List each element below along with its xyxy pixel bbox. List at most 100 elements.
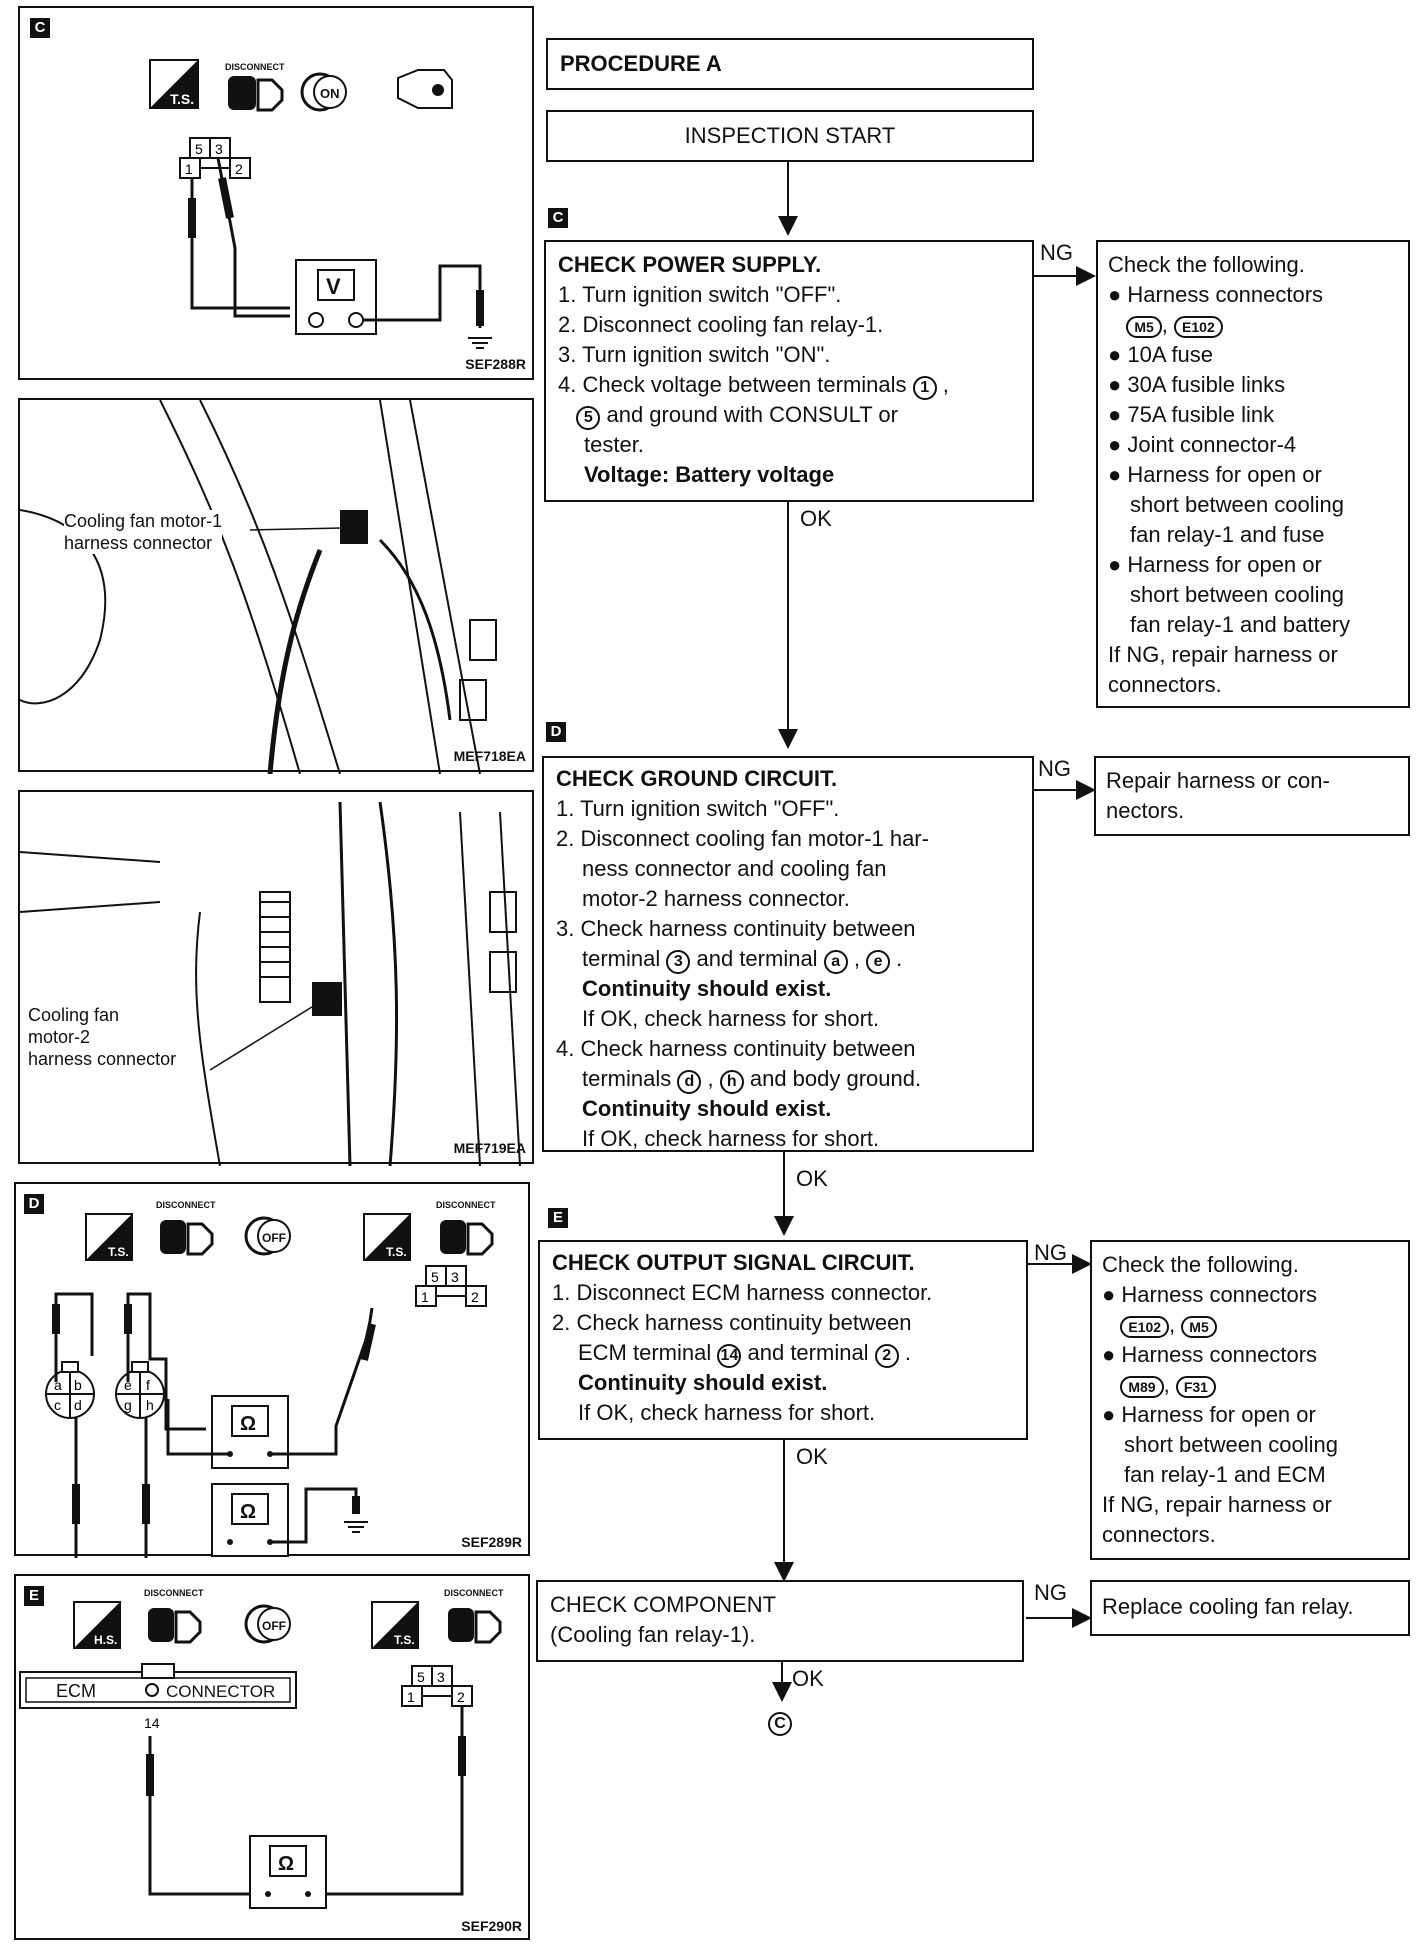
motor1-connector-label: Cooling fan motor-1 harness connector — [64, 510, 223, 554]
step-line: ECM terminal — [578, 1340, 712, 1365]
ng-item: short between cooling — [1130, 492, 1345, 517]
step-line: 4. Check harness continuity between — [556, 1036, 916, 1061]
panel-marker: D — [24, 1194, 44, 1214]
ok-label: OK — [796, 1444, 828, 1469]
svg-text:3: 3 — [437, 1669, 445, 1685]
svg-text:f: f — [146, 1377, 150, 1393]
panel-motor2-photo: Cooling fan motor-2 harness connector ME… — [18, 790, 534, 1166]
step-marker-e: E — [548, 1208, 568, 1228]
step-title: CHECK GROUND CIRCUIT. — [556, 766, 838, 791]
step-spec: Continuity should exist. — [578, 1370, 828, 1395]
motor2-photo-sketch — [20, 801, 521, 1166]
ng-label: NG — [1038, 756, 1071, 781]
motor1-photo-sketch — [20, 400, 497, 774]
step-line: 2. Check harness continuity between — [552, 1310, 912, 1335]
ng-item: 10A fuse — [1127, 342, 1214, 367]
panel-code: SEF290R — [461, 1918, 522, 1934]
ng-label: NG — [1040, 240, 1073, 265]
output-signal-ng-box: Check the following. ● Harness connector… — [1090, 1240, 1410, 1560]
ng-item: Harness connectors — [1121, 1282, 1318, 1307]
ng-footer: connectors. — [1102, 1522, 1216, 1547]
svg-text:a: a — [54, 1377, 62, 1393]
svg-text:Ω: Ω — [240, 1501, 256, 1523]
svg-text:3: 3 — [215, 141, 223, 157]
svg-text:5: 5 — [431, 1269, 439, 1285]
component-ng-box: Replace cooling fan relay. — [1090, 1580, 1410, 1636]
svg-text:14: 14 — [144, 1715, 160, 1731]
ng-item: Harness for open or — [1121, 1402, 1316, 1427]
connector-m89: M89 — [1120, 1376, 1164, 1398]
svg-text:2: 2 — [457, 1689, 465, 1705]
svg-text:c: c — [54, 1397, 61, 1413]
ng-title: Check the following. — [1102, 1252, 1299, 1277]
svg-text:T.S.: T.S. — [394, 1633, 415, 1647]
panel-code: SEF288R — [465, 356, 526, 372]
step-line: 3. Turn ignition switch "ON". — [558, 342, 831, 367]
step-line: 2. Disconnect cooling fan motor-1 har- — [556, 826, 929, 851]
step-line: and terminal — [747, 1340, 869, 1365]
svg-text:Ω: Ω — [278, 1853, 294, 1875]
ng-title: Check the following. — [1108, 252, 1305, 277]
svg-text:e: e — [124, 1377, 132, 1393]
ng-item: 75A fusible link — [1127, 402, 1275, 427]
ground-circuit-ng-box: Repair harness or con- nectors. — [1094, 756, 1410, 836]
terminal-1: 1 — [912, 376, 937, 400]
svg-text:b: b — [74, 1377, 82, 1393]
key-on-label: ON — [320, 86, 340, 101]
ng-label: NG — [1034, 1580, 1067, 1605]
ng-item: Harness for open or — [1127, 462, 1322, 487]
check-component-box: CHECK COMPONENT (Cooling fan relay-1). — [536, 1580, 1024, 1662]
inspection-start-box: INSPECTION START — [546, 110, 1034, 162]
svg-text:T.S.: T.S. — [170, 91, 194, 107]
svg-text:2: 2 — [471, 1289, 479, 1305]
step-line: terminals — [582, 1066, 672, 1091]
svg-text:DISCONNECT: DISCONNECT — [436, 1200, 496, 1210]
step-line: tester. — [584, 432, 644, 457]
terminal-a: a — [823, 950, 848, 974]
step-spec: Voltage: Battery voltage — [584, 462, 835, 487]
terminal-5: 5 — [576, 406, 601, 430]
step-marker-c: C — [548, 208, 568, 228]
panel-code: MEF718EA — [453, 748, 526, 764]
ng-item: Joint connector-4 — [1127, 432, 1297, 457]
panel-motor1-photo: Cooling fan motor-1 harness connector ME… — [18, 398, 534, 774]
ng-text: Repair harness or con- — [1106, 768, 1330, 793]
step-line: 4. Check voltage between terminals — [558, 372, 907, 397]
svg-text:OFF: OFF — [262, 1619, 286, 1633]
step-line: motor-2 harness connector. — [582, 886, 850, 911]
ng-item: Harness connectors — [1127, 282, 1324, 307]
terminal-d: d — [677, 1070, 702, 1094]
procedure-title: PROCEDURE A — [560, 51, 722, 76]
svg-text:H.S.: H.S. — [94, 1633, 117, 1647]
ng-item: 30A fusible links — [1127, 372, 1286, 397]
step-line: 1. Turn ignition switch "OFF". — [556, 796, 840, 821]
svg-text:ECM: ECM — [56, 1681, 96, 1701]
svg-text:1: 1 — [185, 161, 193, 177]
panel-code: MEF719EA — [453, 1140, 526, 1156]
svg-text:5: 5 — [195, 141, 203, 157]
connector-m5: M5 — [1126, 316, 1162, 338]
step-line: 1. Turn ignition switch "OFF". — [558, 282, 842, 307]
terminal-3: 3 — [666, 950, 691, 974]
ng-item: short between cooling — [1130, 582, 1345, 607]
svg-text:CONNECTOR: CONNECTOR — [166, 1682, 275, 1701]
svg-text:g: g — [124, 1397, 132, 1413]
step-line: If OK, check harness for short. — [582, 1126, 880, 1151]
svg-text:3: 3 — [451, 1269, 459, 1285]
ng-text: nectors. — [1106, 798, 1185, 823]
svg-text:V: V — [326, 274, 341, 299]
panel-output-signal-diagram: E H.S. DISCONNECT OFF T.S. DISCONNECT EC… — [14, 1574, 530, 1940]
check-output-signal-box: CHECK OUTPUT SIGNAL CIRCUIT. 1. Disconne… — [538, 1240, 1028, 1440]
step-line: terminal — [582, 946, 661, 971]
svg-text:Ω: Ω — [240, 1413, 256, 1435]
panel-marker: C — [30, 18, 50, 38]
ng-item: Harness connectors — [1121, 1342, 1318, 1367]
step-marker-d: D — [546, 722, 566, 742]
terminal-2: 2 — [874, 1344, 899, 1368]
svg-text:DISCONNECT: DISCONNECT — [156, 1200, 216, 1210]
svg-text:d: d — [74, 1397, 82, 1413]
connector-e102: E102 — [1120, 1316, 1170, 1338]
